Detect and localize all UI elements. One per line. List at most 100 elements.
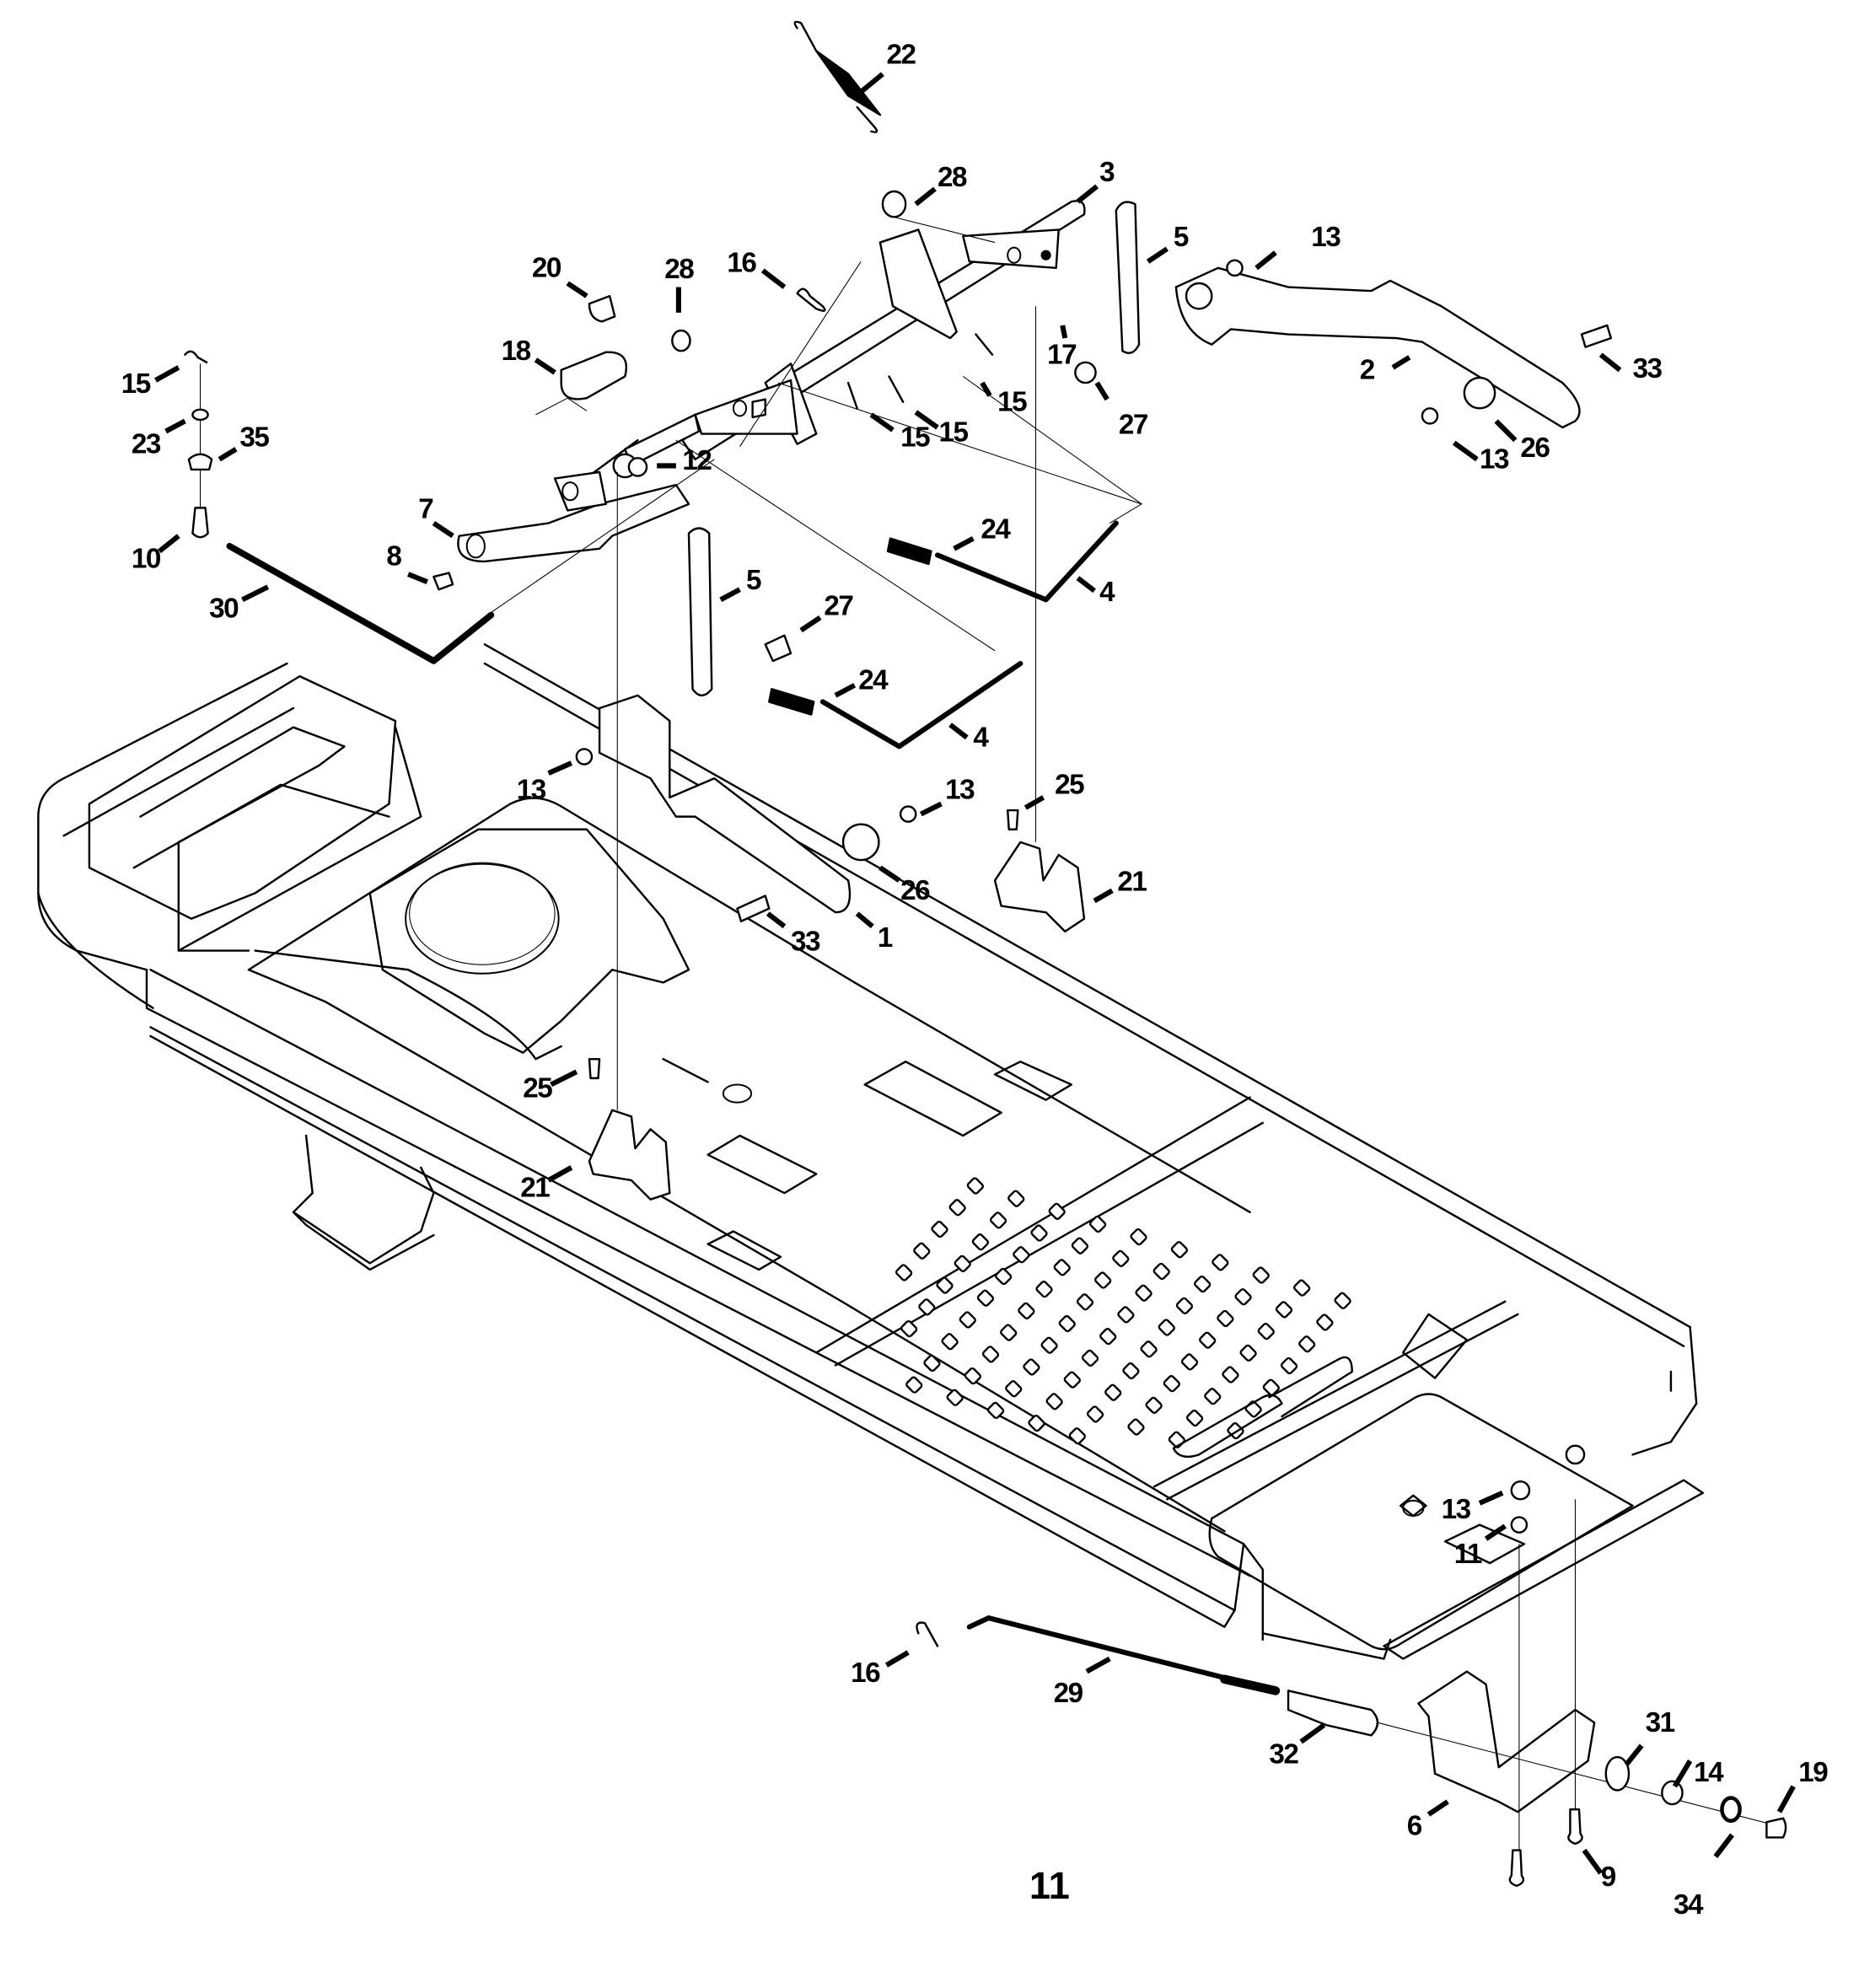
grip-square	[1135, 1284, 1152, 1302]
grip-square	[936, 1276, 954, 1294]
hairpin-clip-bottom	[916, 1621, 939, 1647]
grip-square	[1316, 1314, 1334, 1331]
cotter-pin-b	[888, 375, 905, 403]
lever-arm	[457, 453, 690, 563]
grip-square	[1204, 1388, 1222, 1405]
bolt-8	[432, 572, 454, 591]
grip-square	[959, 1311, 976, 1329]
knob	[560, 351, 627, 400]
grip-square	[1081, 1349, 1099, 1367]
callout-leader	[760, 268, 787, 289]
callout-27: 27	[1119, 410, 1148, 441]
grip-square	[1112, 1249, 1130, 1267]
callout-14: 14	[1694, 1757, 1724, 1788]
callout-9: 9	[1601, 1862, 1616, 1893]
rod-30	[226, 542, 495, 664]
grip-square	[905, 1376, 923, 1394]
callout-leader	[799, 615, 822, 633]
callout-leader	[547, 760, 573, 776]
nut-12	[627, 457, 648, 477]
callout-leader	[919, 801, 943, 817]
grip-square	[1053, 1259, 1071, 1276]
grip-square	[1000, 1324, 1018, 1341]
callout-leader	[534, 357, 556, 375]
callout-leader	[859, 72, 884, 94]
page-label: 11	[1029, 1864, 1070, 1907]
control-lever-plate-right	[1174, 266, 1581, 429]
callout-31: 31	[1646, 1707, 1675, 1738]
callout-8: 8	[386, 540, 401, 572]
callout-26: 26	[900, 875, 930, 906]
callout-leader	[566, 281, 588, 298]
bolt-33-mid	[736, 895, 771, 922]
callout-leader	[1391, 355, 1411, 370]
shaft-assembly	[579, 200, 1086, 484]
callout-11: 11	[1454, 1539, 1482, 1570]
callout-leader	[1426, 1799, 1449, 1817]
assembly-lines	[491, 216, 1143, 1110]
spacer	[1287, 1690, 1379, 1737]
grip-square	[1185, 1409, 1204, 1427]
callout-24: 24	[980, 514, 1011, 545]
callout-5: 5	[746, 565, 761, 596]
grip-square	[986, 1401, 1005, 1420]
callout-23: 23	[132, 428, 161, 459]
callout-leader	[878, 865, 901, 883]
grip-square	[1234, 1288, 1252, 1306]
grip-square	[1035, 1281, 1053, 1298]
nut-13-rear	[1510, 1480, 1531, 1501]
callout-10: 10	[132, 543, 161, 574]
callout-leader	[1672, 1760, 1693, 1788]
grip-square	[895, 1264, 913, 1281]
grip-square	[1086, 1405, 1104, 1423]
callout-leader	[432, 521, 454, 539]
nut-28-left	[671, 329, 691, 352]
grip-square	[981, 1346, 1000, 1363]
cotter-pin-a	[846, 381, 858, 410]
callout-16: 16	[851, 1658, 880, 1689]
grip-square	[1099, 1328, 1117, 1346]
callout-leader	[1624, 1744, 1644, 1767]
bolt-9-left	[1508, 1849, 1525, 1888]
callout-leader	[1023, 795, 1045, 810]
callout-28: 28	[664, 254, 694, 285]
callout-24: 24	[858, 664, 889, 696]
grip-square	[976, 1289, 995, 1307]
callout-leader	[550, 1069, 578, 1088]
grip-square	[1293, 1279, 1311, 1297]
grip-square	[1140, 1341, 1158, 1358]
grip-square	[1076, 1293, 1094, 1311]
grip-square	[1145, 1396, 1163, 1414]
bolt-9-right	[1567, 1808, 1583, 1846]
thread-section	[1220, 1674, 1281, 1695]
callout-leader	[1299, 1722, 1326, 1744]
grip-square	[1262, 1378, 1280, 1396]
hairpin-clip-top	[796, 287, 826, 312]
cap-19	[1765, 1817, 1787, 1839]
callout-19: 19	[1798, 1757, 1828, 1788]
grip-square	[1175, 1297, 1194, 1314]
grip-square	[1045, 1393, 1063, 1410]
nut-13-right	[1421, 407, 1439, 425]
grip-square	[1071, 1237, 1089, 1255]
grip-square	[941, 1333, 959, 1351]
nut-13-mid	[899, 805, 917, 823]
callout-15: 15	[997, 386, 1027, 417]
callout-18: 18	[502, 336, 531, 367]
screw-25-left	[588, 1057, 601, 1080]
callout-3: 3	[1099, 157, 1115, 188]
callout-leader	[1060, 325, 1068, 339]
callout-13: 13	[1311, 222, 1340, 253]
nut-28-top	[881, 190, 907, 218]
grip-square	[1007, 1190, 1025, 1207]
grip-square	[1170, 1241, 1189, 1259]
grip-square	[1217, 1309, 1234, 1328]
grip-square	[1122, 1362, 1140, 1380]
callout-13: 13	[517, 774, 546, 805]
grip-square	[1040, 1336, 1058, 1354]
nut-13-left	[575, 748, 594, 766]
callout-leader	[407, 572, 428, 584]
callout-25: 25	[1055, 769, 1084, 800]
